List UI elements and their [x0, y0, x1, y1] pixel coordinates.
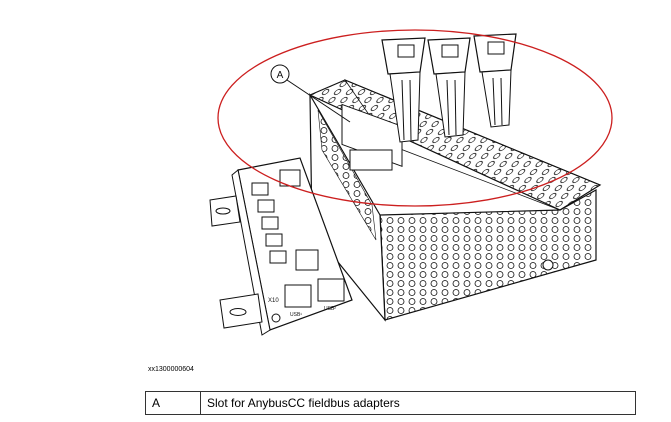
legend-table: A Slot for AnybusCC fieldbus adapters: [145, 391, 636, 415]
legend-row: A Slot for AnybusCC fieldbus adapters: [145, 391, 636, 415]
figure-id-label: xx1300000604: [148, 366, 194, 373]
callout-letter: A: [277, 70, 284, 81]
port-label-usb2: USB²: [324, 306, 336, 312]
connector-board: X10 USB¹ USB²: [209, 157, 353, 336]
fieldbus-slots: [341, 33, 517, 171]
device-illustration: X10 USB¹ USB²: [209, 29, 613, 336]
port-label-usb1: USB¹: [290, 312, 302, 318]
housing-side: [309, 92, 386, 322]
adapter-module-3: [473, 33, 517, 128]
adapter-module-1: [381, 37, 426, 143]
port-label-x10: X10: [268, 298, 279, 304]
legend-description: Slot for AnybusCC fieldbus adapters: [200, 391, 636, 415]
adapter-module-2: [427, 37, 471, 138]
legend-key: A: [145, 391, 201, 415]
callout-a: A: [270, 64, 351, 123]
housing-front: [379, 188, 597, 321]
highlight-ellipse: [217, 29, 613, 207]
